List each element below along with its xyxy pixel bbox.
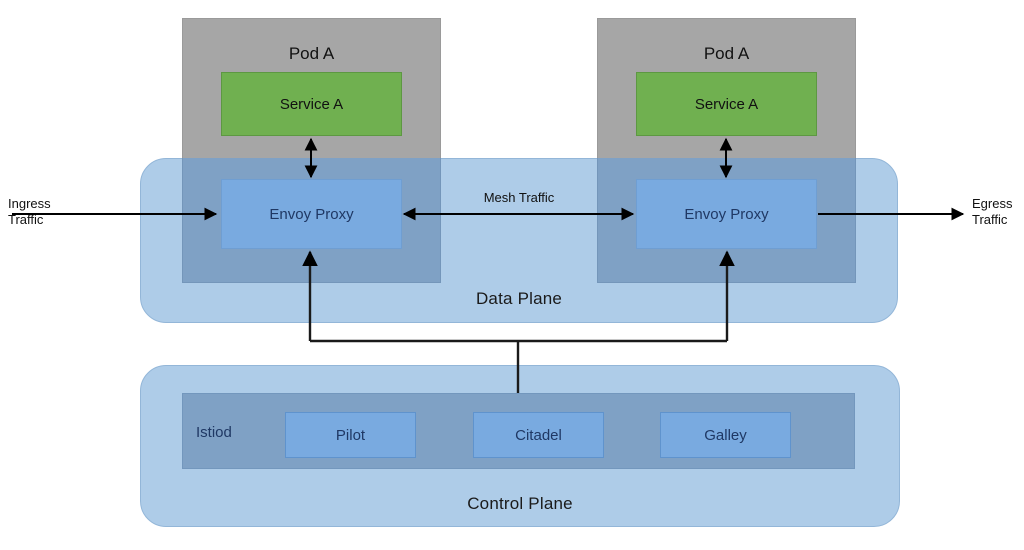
egress-traffic-line1: Egress bbox=[972, 196, 1013, 211]
envoy-proxy-left-label: Envoy Proxy bbox=[269, 205, 354, 223]
control-plane-component-citadel-label: Citadel bbox=[515, 426, 562, 444]
control-plane-component-pilot-label: Pilot bbox=[335, 426, 366, 444]
service-a-left-box: Service A bbox=[221, 72, 402, 136]
pod-a-right-label: Pod A bbox=[703, 44, 750, 63]
service-a-right-box: Service A bbox=[636, 72, 817, 136]
envoy-proxy-left-box: Envoy Proxy bbox=[221, 179, 402, 249]
pod-a-left-label: Pod A bbox=[288, 44, 335, 63]
ingress-traffic-line2: Traffic bbox=[8, 212, 44, 228]
control-plane-component-galley-label: Galley bbox=[704, 426, 747, 444]
service-a-left-label: Service A bbox=[279, 95, 344, 113]
ingress-traffic-line1: Ingress bbox=[8, 196, 51, 211]
envoy-proxy-right-label: Envoy Proxy bbox=[684, 205, 769, 223]
envoy-proxy-right-box: Envoy Proxy bbox=[636, 179, 817, 249]
egress-traffic-line2: Traffic bbox=[972, 212, 1008, 228]
control-plane-label: Control Plane bbox=[467, 494, 573, 513]
istiod-label: Istiod bbox=[196, 424, 232, 441]
ingress-traffic-label: Ingress Traffic bbox=[8, 196, 51, 229]
mesh-traffic-label: Mesh Traffic bbox=[483, 190, 555, 205]
data-plane-label: Data Plane bbox=[475, 289, 563, 308]
control-plane-component-galley[interactable]: Galley bbox=[660, 412, 791, 458]
control-plane-component-citadel[interactable]: Citadel bbox=[473, 412, 604, 458]
egress-traffic-label: Egress Traffic bbox=[972, 196, 1012, 229]
control-plane-component-pilot[interactable]: Pilot bbox=[285, 412, 416, 458]
service-a-right-label: Service A bbox=[694, 95, 759, 113]
